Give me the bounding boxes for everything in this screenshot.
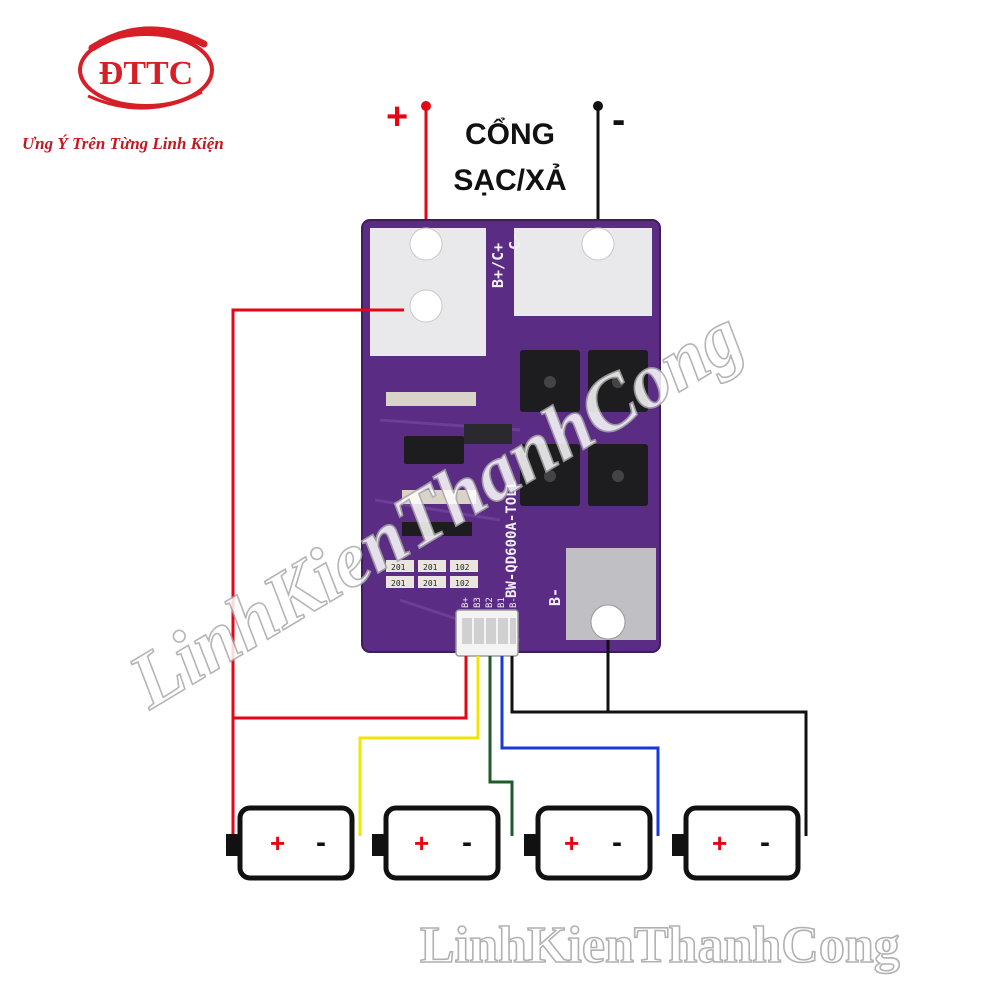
connector-slot xyxy=(474,618,484,644)
connector-slot xyxy=(510,618,516,644)
battery-minus-sign: - xyxy=(612,826,622,859)
battery-plus-sign: + xyxy=(564,828,579,858)
logo-text: ĐTTC xyxy=(99,55,193,92)
battery-cell: + - xyxy=(672,805,801,881)
battery-plus-sign: + xyxy=(414,828,429,858)
resistor-code: 201 xyxy=(423,579,438,588)
battery-body xyxy=(683,805,801,881)
battery-minus-sign: - xyxy=(316,826,326,859)
battery-cell: + - xyxy=(524,805,653,881)
connector-slot xyxy=(498,618,508,644)
pin-label-b-plus: B+ xyxy=(461,597,471,608)
pad-b-minus xyxy=(566,548,656,640)
battery-cell: + - xyxy=(226,805,355,881)
battery-minus-sign: - xyxy=(760,826,770,859)
battery-plus-sign: + xyxy=(712,828,727,858)
pad-hole-mid-left xyxy=(409,289,443,323)
mosfet-dot xyxy=(612,470,624,482)
mosfet-dot xyxy=(612,376,624,388)
battery-terminal xyxy=(226,834,240,856)
wire-yellow-b3 xyxy=(358,656,480,836)
pad-c-minus xyxy=(514,228,652,316)
brand-logo: ĐTTC xyxy=(74,18,224,128)
resistor-row xyxy=(386,392,476,406)
mosfet-dot xyxy=(544,376,556,388)
port-minus-sign: - xyxy=(612,98,626,142)
pin-label-b2: B2 xyxy=(485,597,495,608)
bms-ic xyxy=(404,436,464,464)
wire-blue-b1 xyxy=(500,656,660,836)
bms-board: B+/C+ C- B- BW-QD600A-TOLL 201 201 10 xyxy=(361,219,661,657)
brand-logo-graphic: ĐTTC xyxy=(78,26,214,110)
battery-pack: + - + - + - + - xyxy=(226,805,801,881)
pad-hole-top-right xyxy=(581,227,615,261)
connector-slot xyxy=(486,618,496,644)
connector-pin-labels: B+ B3 B2 B1 B- xyxy=(461,597,519,608)
resistor xyxy=(418,560,446,572)
port-title-line2: SẠC/XẢ xyxy=(453,164,567,197)
battery-terminal xyxy=(672,834,686,856)
resistor-row xyxy=(402,490,476,504)
pin-label-b-minus: B- xyxy=(509,597,519,608)
resistor-code: 201 xyxy=(391,563,406,572)
port-title: CỔNG SẠC/XẢ xyxy=(440,112,580,204)
battery-terminal xyxy=(372,834,386,856)
label-b-minus: B- xyxy=(546,588,564,606)
port-positive-terminal xyxy=(421,101,431,111)
smd-array xyxy=(464,424,512,444)
transistor-row xyxy=(402,522,472,536)
wire-black-b-minus xyxy=(510,656,808,836)
watermark-bottom: LinhKienThanhCong xyxy=(420,917,900,974)
port-wires xyxy=(421,101,603,240)
label-c-minus: C- xyxy=(506,232,524,250)
label-b-plus-c-plus: B+/C+ xyxy=(489,243,507,288)
battery-body xyxy=(383,805,501,881)
port-title-line1: CỔNG xyxy=(465,118,555,151)
resistor xyxy=(450,560,478,572)
balance-wires xyxy=(231,308,808,836)
resistor xyxy=(450,576,478,588)
wire-red-balance xyxy=(233,656,468,720)
port-plus-sign: + xyxy=(386,96,409,138)
pin-label-b1: B1 xyxy=(497,597,507,608)
resistor-code: 201 xyxy=(423,563,438,572)
connector-slot xyxy=(462,618,472,644)
resistor xyxy=(386,576,414,588)
port-negative-terminal xyxy=(593,101,603,111)
wire-red-main-positive xyxy=(231,308,404,836)
mosfet-dot xyxy=(544,470,556,482)
battery-plus-sign: + xyxy=(270,828,285,858)
resistor-code: 201 xyxy=(391,579,406,588)
battery-cell: + - xyxy=(372,805,501,881)
battery-body xyxy=(237,805,355,881)
wire-green-b2 xyxy=(488,656,514,836)
mosfet-group xyxy=(520,350,648,506)
board-model-label: BW-QD600A-TOLL xyxy=(504,480,520,598)
battery-terminal xyxy=(524,834,538,856)
pad-hole-b-minus xyxy=(590,604,626,640)
pad-hole-top-left xyxy=(409,227,443,261)
pin-label-b3: B3 xyxy=(473,597,483,608)
resistor-code-alt: 102 xyxy=(455,579,470,588)
resistor xyxy=(418,576,446,588)
resistor-code-alt: 102 xyxy=(455,563,470,572)
battery-minus-sign: - xyxy=(462,826,472,859)
resistor xyxy=(386,560,414,572)
brand-tagline: Ưng Ý Trên Từng Linh Kiện xyxy=(22,134,224,153)
battery-body xyxy=(535,805,653,881)
